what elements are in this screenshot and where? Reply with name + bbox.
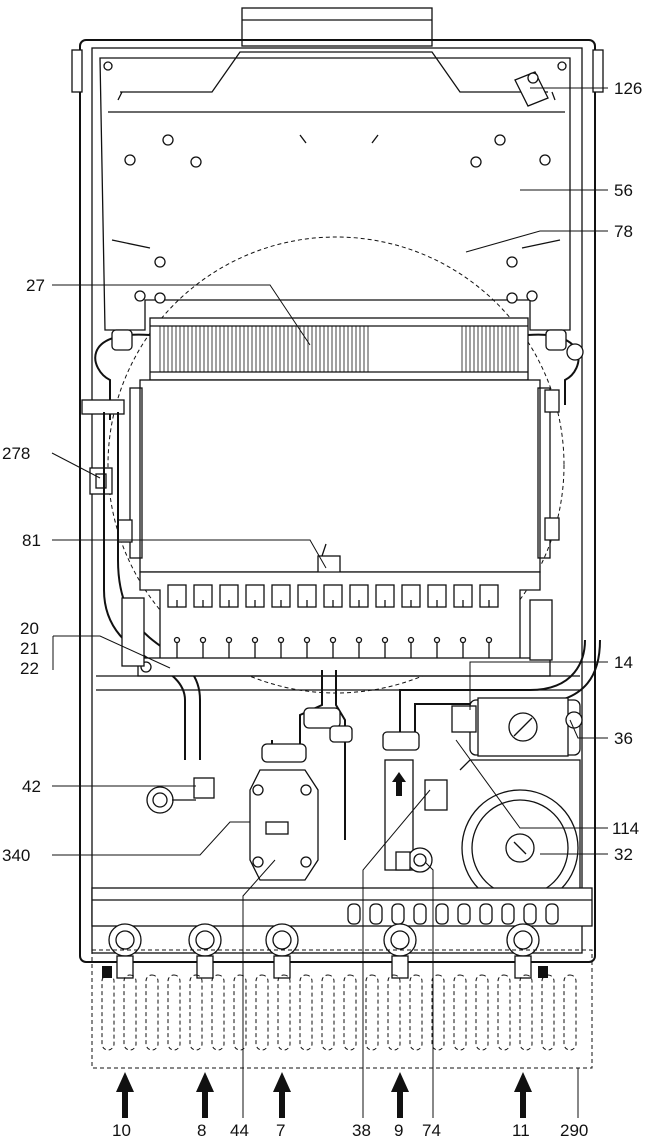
- label-114: 114: [612, 819, 639, 838]
- label-44: 44: [230, 1121, 249, 1140]
- label-20: 20: [20, 619, 39, 638]
- label-22: 22: [20, 659, 39, 678]
- label-38: 38: [352, 1121, 371, 1140]
- connection-arrows: [116, 1072, 532, 1118]
- label-8: 8: [197, 1121, 206, 1140]
- label-42: 42: [22, 777, 41, 796]
- label-32: 32: [614, 845, 633, 864]
- label-340: 340: [2, 846, 30, 865]
- label-9: 9: [394, 1121, 403, 1140]
- label-126: 126: [614, 79, 642, 98]
- label-290: 290: [560, 1121, 588, 1140]
- label-7: 7: [276, 1121, 285, 1140]
- heat-exchanger: [94, 317, 584, 420]
- label-11: 11: [512, 1121, 530, 1140]
- label-36: 36: [614, 729, 633, 748]
- fan-hood: [99, 51, 571, 331]
- label-74: 74: [422, 1121, 441, 1140]
- leader-lines: [51, 87, 608, 1118]
- boiler-casing: [71, 39, 604, 963]
- label-278: 278: [2, 444, 30, 463]
- label-78: 78: [614, 222, 633, 241]
- hydraulic-group: [91, 639, 601, 979]
- label-14: 14: [614, 653, 633, 672]
- label-27: 27: [26, 276, 45, 295]
- label-21: 21: [20, 639, 39, 658]
- label-10: 10: [112, 1121, 131, 1140]
- callout-labels: 126 56 78 27 278 81 20 21 22 14 36 42 11…: [2, 79, 642, 1140]
- connection-plate: [91, 949, 593, 1069]
- burner: [96, 571, 580, 691]
- label-56: 56: [614, 181, 633, 200]
- label-81: 81: [22, 531, 41, 550]
